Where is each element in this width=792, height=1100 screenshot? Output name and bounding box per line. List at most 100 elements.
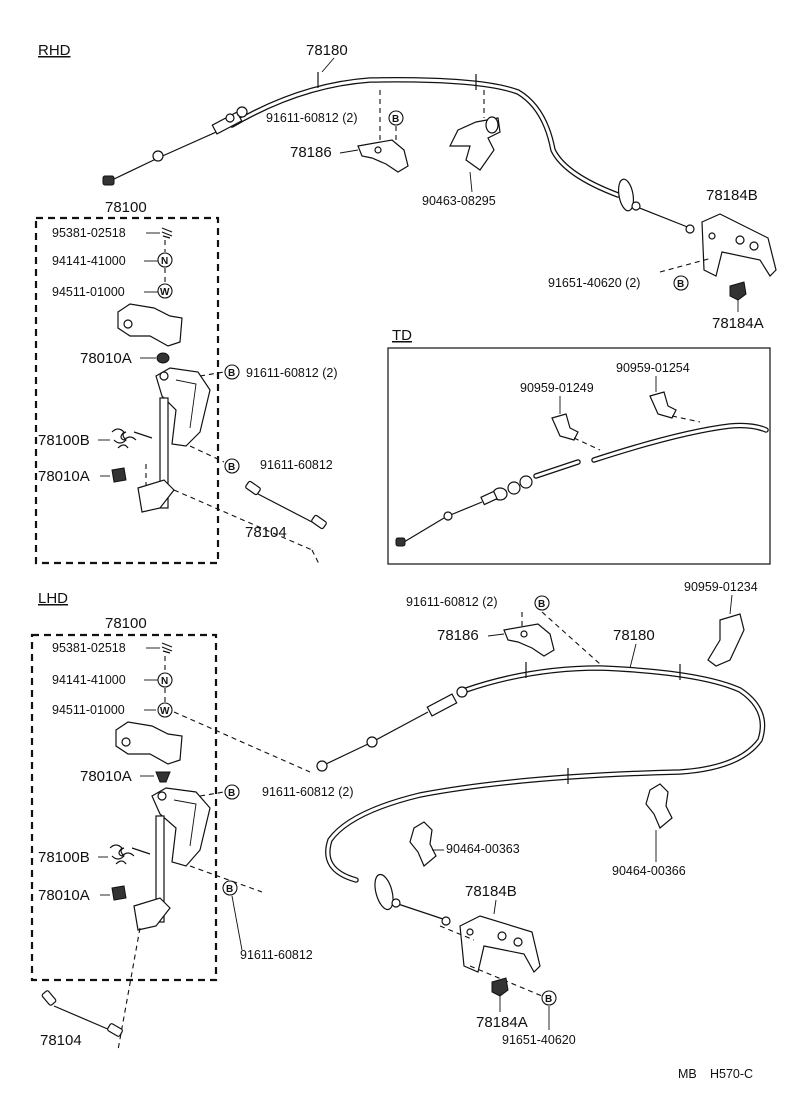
lhd-clip-bolt-label: 91611-60812 (2)	[406, 595, 498, 609]
rhd-bushing-upper-label: 78010A	[80, 350, 132, 367]
rhd-upper-lever-icon	[117, 303, 183, 347]
lhd-rod-bolt-b-icon	[222, 880, 238, 896]
rhd-bracket-78186-icon	[357, 139, 409, 173]
lhd-bracket-a-icon	[491, 977, 509, 997]
rhd-washer-label: 94511-01000	[52, 285, 125, 299]
rhd-washer-w-icon	[157, 283, 173, 299]
rhd-lever-bolt-label: 91611-60812 (2)	[246, 366, 338, 380]
lhd-washer-label: 94511-01000	[52, 703, 125, 717]
td-clip-left-label: 90959-01249	[520, 381, 594, 395]
lhd-lever-bolt-b-icon	[224, 784, 240, 800]
td-clip-right-label: 90959-01254	[616, 361, 690, 375]
rhd-cable-label: 78180	[306, 42, 348, 59]
rhd-lever-bolt-b-icon	[224, 364, 240, 380]
rhd-nut-label: 94141-41000	[52, 254, 126, 268]
rhd-bolt-b-symbol: B	[677, 279, 684, 290]
rhd-bolt-b-symbol-icon	[673, 275, 689, 291]
rhd-bracket-a-label: 78184A	[712, 315, 764, 332]
rhd-clip-bolt-b-icon	[388, 110, 404, 126]
rhd-pin-label: 95381-02518	[52, 226, 126, 240]
rhd-bushing-lower-icon	[111, 467, 127, 483]
rhd-section: RHD 78180 91611-60812 (2) B	[34, 42, 777, 567]
rhd-clip-bolt-b-symbol: B	[392, 114, 399, 125]
lhd-cable-label: 78180	[613, 627, 655, 644]
lhd-rod-bolt-label: 91611-60812	[240, 948, 313, 962]
lhd-clamp-right-icon	[645, 783, 673, 829]
td-cable-icon	[395, 422, 769, 547]
rhd-section-label: RHD	[38, 42, 71, 59]
rhd-pin-icon	[161, 227, 173, 239]
rhd-bracket-b-label: 78184B	[706, 187, 758, 204]
footer-code-right: H570-C	[710, 1067, 753, 1081]
rhd-bushing-lower-label: 78010A	[38, 468, 90, 485]
lhd-bushing-upper-label: 78010A	[80, 768, 132, 785]
lhd-bolt-b-label: 91651-40620	[502, 1033, 576, 1047]
lhd-bracket-78186-label: 78186	[437, 627, 479, 644]
lhd-spring-icon	[109, 844, 135, 865]
lhd-nut-n-symbol: N	[161, 676, 168, 687]
lhd-bracket-78186-icon	[503, 623, 555, 657]
rhd-bushing-upper-icon	[156, 352, 170, 364]
lhd-washer-w-icon	[157, 702, 173, 718]
lhd-lever-bolt-label: 91611-60812 (2)	[262, 785, 354, 799]
lhd-bracket-a-label: 78184A	[476, 1014, 528, 1031]
rhd-assembly-label: 78100	[105, 199, 147, 216]
lhd-rod-bolt-b-symbol: B	[226, 884, 233, 895]
rhd-rod-icon	[245, 480, 327, 530]
rhd-bracket-a-icon	[729, 281, 747, 301]
lhd-bolt-b-symbol: B	[545, 994, 552, 1005]
footer-code-left: MB	[678, 1067, 697, 1081]
td-section-label: TD	[392, 327, 412, 344]
rhd-clip-bolt-label: 91611-60812 (2)	[266, 111, 358, 125]
lhd-pin-icon	[161, 642, 173, 654]
rhd-assembly-box	[34, 216, 220, 565]
lhd-bracket-b-label: 78184B	[465, 883, 517, 900]
lhd-clip-top-label: 90959-01234	[684, 580, 758, 594]
lhd-washer-w-symbol: W	[160, 706, 170, 717]
td-clip-right-icon	[649, 391, 677, 419]
rhd-spring-icon	[111, 428, 137, 449]
td-clip-left-icon	[551, 413, 579, 441]
rhd-rod-bolt-b-icon	[224, 458, 240, 474]
td-section: TD 90959-01249 90959-01254	[387, 327, 771, 565]
lhd-bracket-b-icon	[459, 915, 541, 973]
lhd-rod-label: 78104	[40, 1032, 82, 1049]
rhd-lever-shaft-icon	[159, 397, 169, 509]
lhd-lever-bolt-b-symbol: B	[228, 788, 235, 799]
lhd-bushing-lower-icon	[111, 885, 127, 901]
lhd-spring-label: 78100B	[38, 849, 90, 866]
rhd-nut-n-icon	[157, 252, 173, 268]
lhd-section: LHD 78100 95381-02518 94141-41000 N 9451…	[30, 580, 766, 1051]
lhd-lever-shaft-icon	[155, 815, 165, 923]
lhd-rod-icon	[41, 990, 123, 1037]
lhd-bushing-upper-icon	[155, 771, 171, 783]
lhd-clip-top-icon	[707, 613, 745, 667]
td-box	[387, 347, 771, 565]
rhd-bolt-b-label: 91651-40620 (2)	[548, 276, 640, 290]
lhd-assembly-label: 78100	[105, 615, 147, 632]
lhd-bolt-b-symbol-icon	[541, 990, 557, 1006]
lhd-clamp-left-icon	[409, 821, 437, 867]
lhd-clamp-left-label: 90464-00363	[446, 842, 520, 856]
rhd-nut-n-symbol: N	[161, 256, 168, 267]
rhd-clamp-label: 90463-08295	[422, 194, 496, 208]
lhd-clamp-right-label: 90464-00366	[612, 864, 686, 878]
rhd-bracket-78186-label: 78186	[290, 144, 332, 161]
lhd-clip-bolt-b-icon	[534, 595, 550, 611]
rhd-rod-bolt-b-symbol: B	[228, 462, 235, 473]
lhd-bushing-lower-label: 78010A	[38, 887, 90, 904]
lhd-nut-n-icon	[157, 672, 173, 688]
lhd-section-label: LHD	[38, 590, 68, 607]
lhd-upper-lever-icon	[115, 721, 183, 765]
rhd-rod-bolt-label: 91611-60812	[260, 458, 333, 472]
lhd-clip-bolt-b-symbol: B	[538, 599, 545, 610]
lhd-cable-78180	[316, 662, 766, 926]
rhd-spring-label: 78100B	[38, 432, 90, 449]
rhd-main-lever-icon	[155, 367, 211, 447]
lhd-pin-label: 95381-02518	[52, 641, 126, 655]
rhd-bracket-b-icon	[701, 213, 777, 277]
rhd-washer-w-symbol: W	[160, 287, 170, 298]
rhd-rod-label: 78104	[245, 524, 287, 541]
rhd-lever-bolt-b-symbol: B	[228, 368, 235, 379]
